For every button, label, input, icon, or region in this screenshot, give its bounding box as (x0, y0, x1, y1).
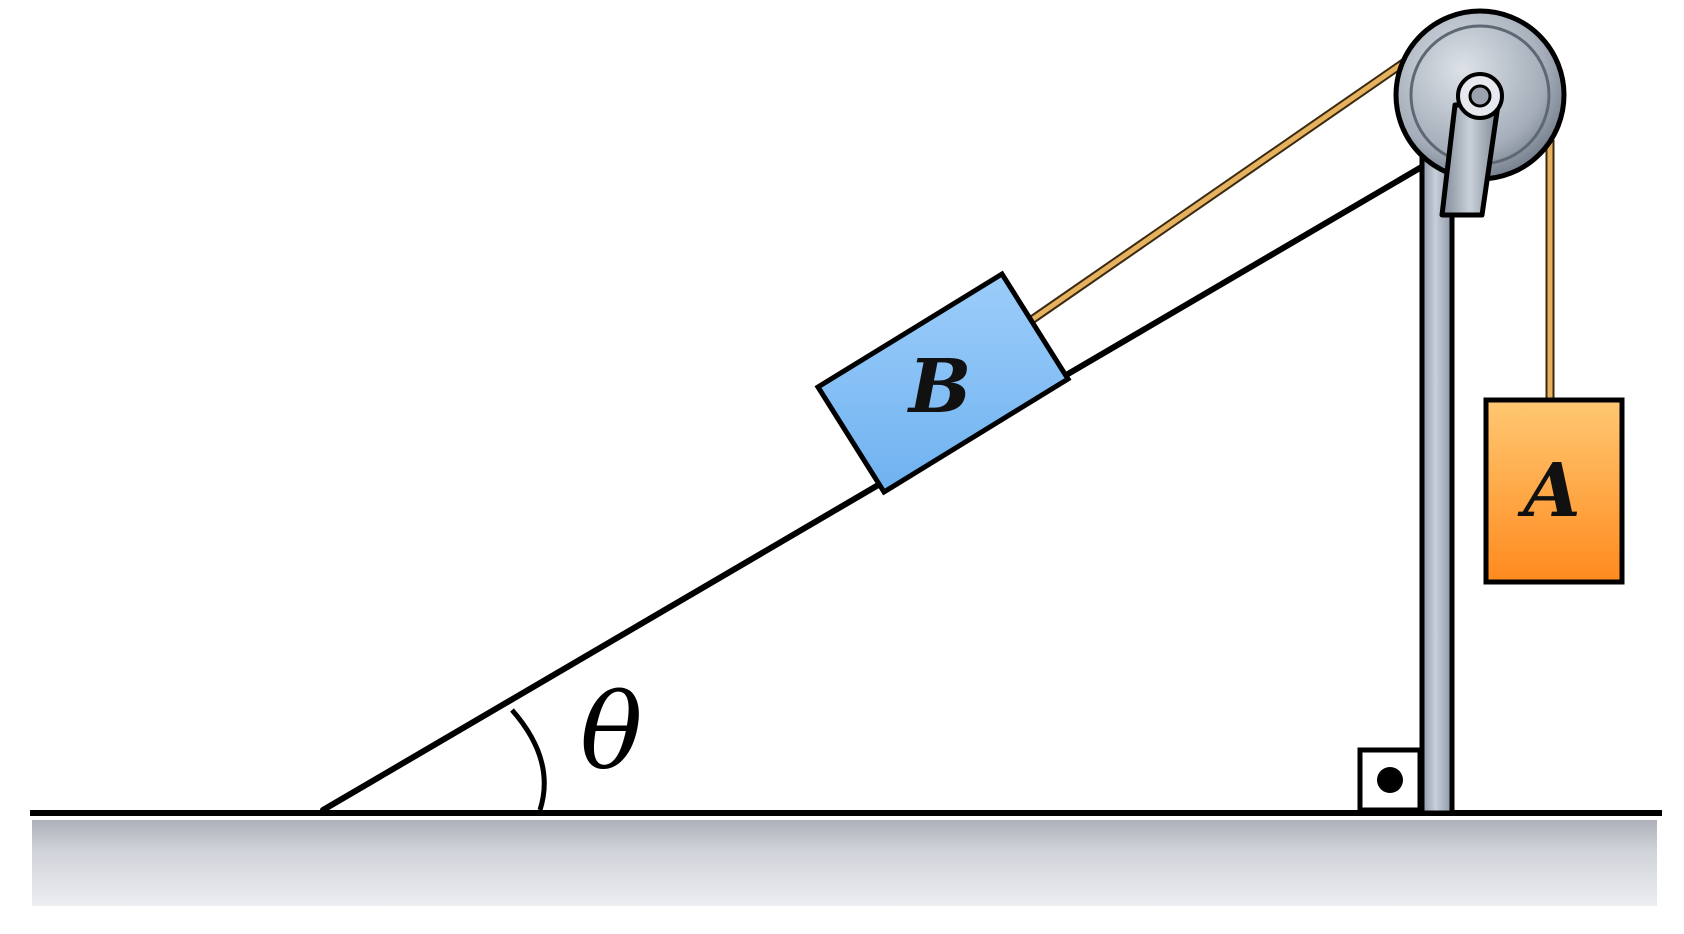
block-b-body (814, 270, 1072, 496)
block-a-body (1483, 397, 1625, 585)
pulley (1393, 8, 1567, 218)
block-a-label: A (1517, 448, 1580, 534)
incline (320, 162, 1428, 813)
pivot-dot (1377, 767, 1403, 793)
angle-label: θ (580, 671, 643, 793)
block-b: B (814, 270, 1072, 496)
angle-arc (510, 708, 547, 811)
block-a: A (1483, 397, 1625, 585)
incline-surface (320, 162, 1428, 813)
ground-surface (32, 820, 1657, 906)
ground (30, 810, 1662, 906)
support-post (1357, 147, 1455, 816)
block-b-label: B (907, 344, 972, 430)
pulley-axle-inner (1468, 84, 1492, 108)
post-bar (1419, 147, 1455, 816)
rope-incline-segment-fill (1030, 54, 1415, 322)
